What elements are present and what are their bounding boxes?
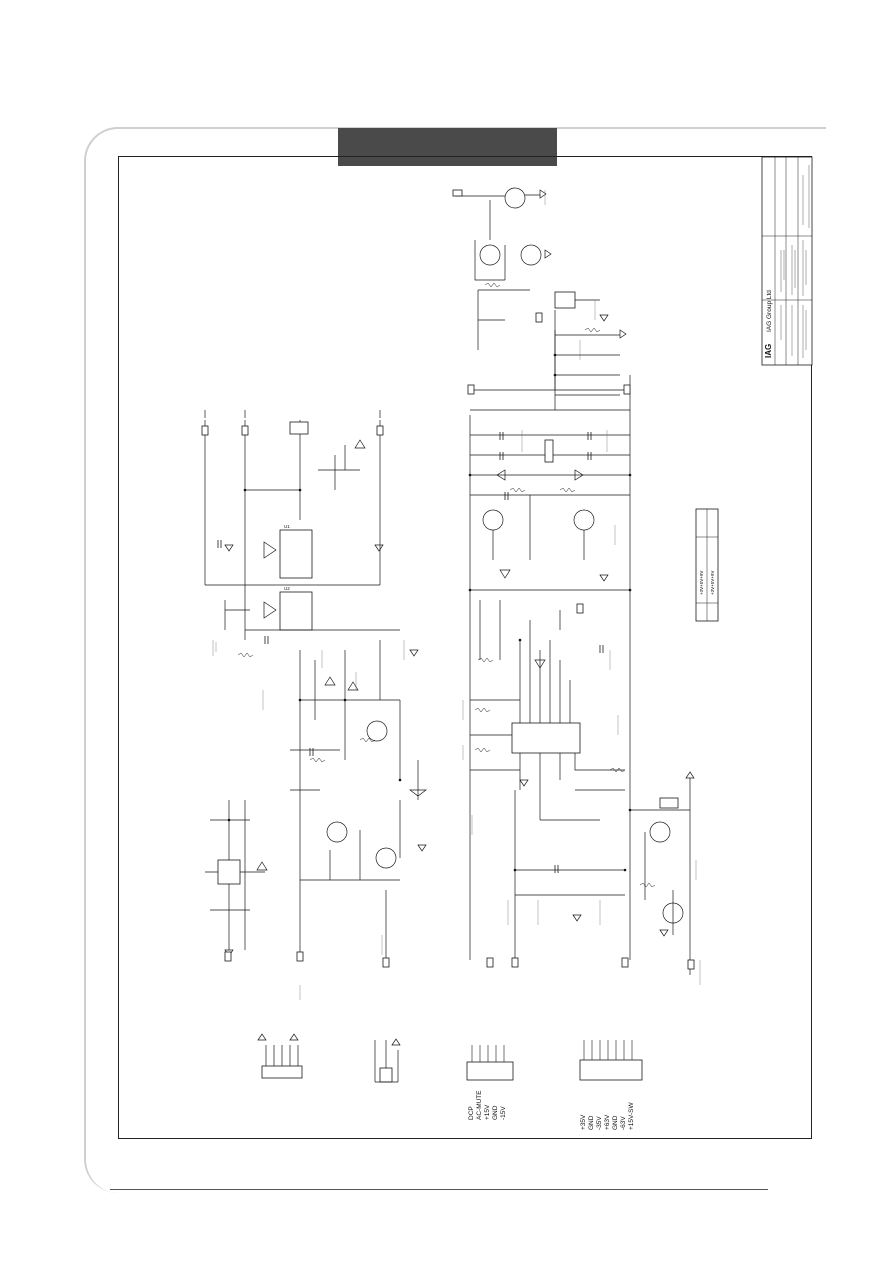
pwr-line-1: +35V [580,1114,587,1130]
aux-line-4: GND [492,1105,499,1120]
opamp-section: U1 U2 [204,410,400,640]
pwr-line-6: -63V [620,1116,627,1130]
aux-line-5: -15V [500,1106,507,1120]
input-connector-mid [374,1038,401,1083]
pwr-line-2: GND [588,1115,595,1130]
title-logo: IAG [764,344,773,358]
aux-line-3: +15V [484,1104,491,1120]
aux-line-1: DCP [468,1106,475,1120]
aux-line-2: AC-MUTE [476,1090,483,1120]
controller-ic [469,415,630,960]
pwr-line-5: GND [612,1115,619,1130]
chip-u2-label: U2 [284,586,290,591]
io-pins [201,189,695,970]
transistor-block-top [455,187,627,396]
title-block: IAG IAG Group Ltd [761,156,813,366]
regulator-block [205,800,268,957]
pwr-line-4: +63V [604,1114,611,1130]
pwr-line-7: +15V-SW [628,1101,635,1130]
title-company: IAG Group Ltd [766,290,773,332]
input-connector-left [257,1033,303,1079]
chip-u1-label: U1 [284,524,290,529]
misc-wiring [212,190,701,1000]
power-connector: +35V GND -35V +63V GND -63V +15V-SW [579,1040,643,1130]
aux-connector: DCP AC-MUTE +15V GND -15V [466,1045,514,1120]
table-row-2: +3V+5V+9V [710,571,715,595]
bottom-rule [110,1189,768,1190]
output-transistors [630,771,695,975]
schematic-sheet [118,156,812,1139]
pwr-line-3: -35V [596,1116,603,1130]
header-bar [338,128,557,166]
table-row-1: +3V+5V+9V [699,571,704,595]
config-table: +3V+5V+9V +3V+5V+9V [695,508,719,622]
transistor-block-left [290,640,428,960]
